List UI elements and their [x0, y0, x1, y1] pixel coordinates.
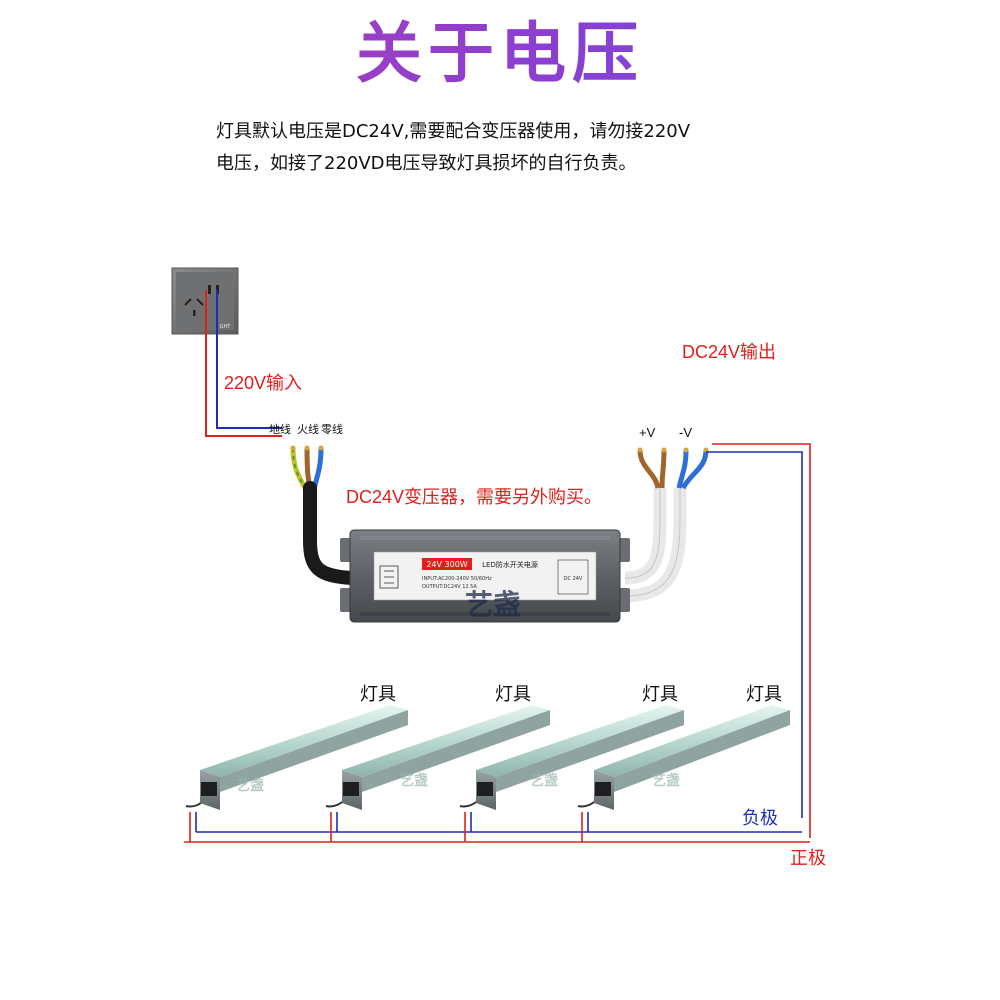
- positive-label: 正极: [790, 848, 826, 868]
- transformer-heading: LED防水开关电源: [482, 560, 538, 569]
- input-220v-label: 220V输入: [224, 373, 302, 393]
- outlet-brand-tag: GHT: [220, 324, 232, 330]
- transformer-spec-2: OUTPUT:DC24V 12.5A: [422, 584, 477, 590]
- wire-label-neutral: 零线: [321, 422, 343, 436]
- lamp-3-watermark: 艺盏: [530, 772, 558, 789]
- lamp-2: 艺盏: [325, 705, 550, 810]
- lamp-1-label: 灯具: [360, 684, 396, 704]
- input-cable: [290, 445, 359, 585]
- minus-v-label: -V: [679, 425, 692, 440]
- lamp-4-watermark: 艺盏: [652, 772, 680, 789]
- bus-lines: [184, 812, 810, 843]
- wire-label-ground: 地线: [269, 422, 291, 436]
- transformer-dc-text: DC 24V: [564, 576, 583, 582]
- page-title: 关于电压: [0, 14, 1000, 94]
- transformer-badge: 24V 300W: [426, 560, 467, 569]
- transformer-spec-1: INPUT:AC200-240V 50/60Hz: [422, 576, 492, 582]
- negative-label: 负极: [742, 808, 778, 828]
- lamp-3: 艺盏: [459, 705, 684, 810]
- transformer-logo: 艺盏: [465, 588, 521, 621]
- output-24v-label: DC24V输出: [682, 342, 776, 362]
- lamp-2-watermark: 艺盏: [400, 772, 428, 789]
- input-wiring: [205, 290, 282, 437]
- description-line-1: 灯具默认电压是DC24V,需要配合变压器使用，请勿接220V: [216, 121, 691, 142]
- lamp-4: 艺盏: [577, 705, 790, 810]
- lamp-1: 艺盏: [185, 705, 408, 810]
- description-line-2: 电压，如接了220VD电压导致灯具损坏的自行负责。: [216, 153, 637, 174]
- output-cables: [624, 447, 709, 603]
- wire-label-live: 火线: [297, 422, 319, 436]
- voltage-description: 灯具默认电压是DC24V,需要配合变压器使用，请勿接220V 电压，如接了220…: [216, 116, 796, 180]
- lamp-3-label: 灯具: [642, 684, 678, 704]
- lamp-4-label: 灯具: [746, 684, 782, 704]
- lamp-1-watermark: 艺盏: [236, 777, 264, 794]
- transformer-psu: 24V 300W LED防水开关电源 INPUT:AC200-240V 50/6…: [340, 529, 630, 623]
- plus-v-label: +V: [639, 425, 656, 440]
- output-wiring: [706, 443, 811, 838]
- lamp-2-label: 灯具: [495, 684, 531, 704]
- transformer-note-label: DC24V变压器，需要另外购买。: [346, 487, 602, 507]
